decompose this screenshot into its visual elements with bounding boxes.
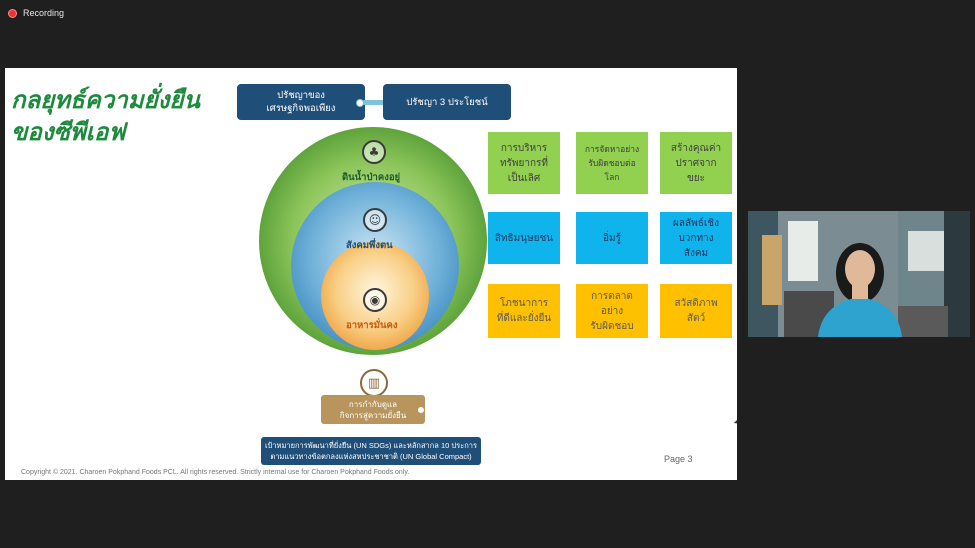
circle-outer-label: ดินน้ำป่าคงอยู่ bbox=[342, 172, 401, 183]
tile-responsible-sourcing: การจัดหาอย่าง รับผิดชอบต่อ โลก bbox=[576, 132, 648, 194]
page-number: Page 3 bbox=[664, 454, 693, 464]
slide-title: กลยุทธ์ความยั่งยืน ของซีพีเอฟ bbox=[11, 84, 200, 148]
tree-icon: ♣ bbox=[362, 140, 386, 164]
tile-sustainable-nutrition: โภชนาการ ที่ดีและยั่งยืน bbox=[488, 284, 560, 338]
un-sdgs-line1: เป้าหมายการพัฒนาที่ยั่งยืน (UN SDGs) และ… bbox=[264, 441, 478, 450]
tile-human-rights: สิทธิมนุษยชน bbox=[488, 212, 560, 264]
philosophy-sufficiency-pill: ปรัชญาของ เศรษฐกิจพอเพียง bbox=[237, 84, 365, 120]
slide-title-line1: กลยุทธ์ความยั่งยืน bbox=[11, 85, 200, 114]
un-sdgs-box: เป้าหมายการพัฒนาที่ยั่งยืน (UN SDGs) และ… bbox=[261, 437, 481, 465]
people-icon: ☺ bbox=[363, 208, 387, 232]
tile-animal-welfare: สวัสดิภาพ สัตว์ bbox=[660, 284, 732, 338]
copyright-text: Copyright © 2021. Charoen Pokphand Foods… bbox=[21, 469, 410, 476]
sustainability-circles: ♣ ดินน้ำป่าคงอยู่ ☺ สังคมพึ่งตน ◉ อาหารม… bbox=[258, 126, 488, 356]
mouse-cursor-icon bbox=[733, 417, 737, 427]
connector-dot-left bbox=[356, 99, 364, 107]
tile-resource-management: การบริหาร ทรัพยากรที่ เป็นเลิศ bbox=[488, 132, 560, 194]
recording-indicator: Recording bbox=[8, 8, 64, 18]
tile-zero-waste-value: สร้างคุณค่า ปราศจาก ขยะ bbox=[660, 132, 732, 194]
participant-video[interactable] bbox=[748, 211, 970, 337]
circle-middle-label: สังคมพึ่งตน bbox=[346, 240, 393, 251]
pill-connector bbox=[362, 100, 388, 105]
governance-box: การกำกับดูแล กิจการสู่ความยั่งยืน bbox=[321, 395, 425, 424]
tile-positive-social-impact: ผลลัพธ์เชิง บวกทาง สังคม bbox=[660, 212, 732, 264]
video-frame-graphic bbox=[748, 211, 970, 337]
un-sdgs-line2: ตามแนวทางข้อตกลงแห่งสหประชาชาติ (UN Glob… bbox=[270, 452, 472, 461]
food-plate-icon: ◉ bbox=[363, 288, 387, 312]
shared-slide: กลยุทธ์ความยั่งยืน ของซีพีเอฟ ปรัชญาของ … bbox=[5, 68, 737, 480]
tile-responsible-marketing: การตลาด อย่าง รับผิดชอบ bbox=[576, 284, 648, 338]
governance-connector-dot bbox=[417, 406, 425, 414]
recording-dot-icon bbox=[8, 8, 17, 18]
slide-title-line2: ของซีพีเอฟ bbox=[11, 117, 126, 146]
building-icon: ▥ bbox=[360, 369, 388, 397]
tile-knowledge-sharing: อิ่มรู้ bbox=[576, 212, 648, 264]
philosophy-three-benefits-pill: ปรัชญา 3 ประโยชน์ bbox=[383, 84, 511, 120]
circle-inner-label: อาหารมั่นคง bbox=[346, 320, 398, 331]
recording-label: Recording bbox=[23, 8, 65, 18]
